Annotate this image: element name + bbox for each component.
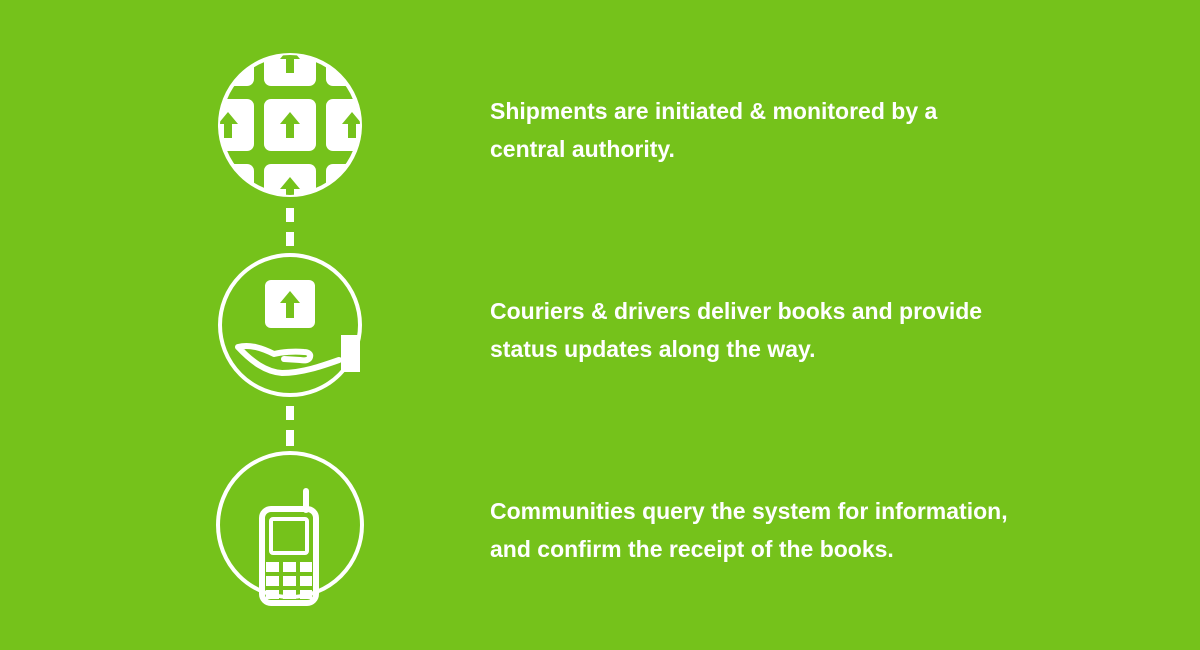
step-3-line-2: and confirm the receipt of the books.: [490, 536, 894, 562]
step-1-description: Shipments are initiated & monitored by a…: [490, 92, 1050, 168]
mobile-phone-icon: [216, 451, 364, 606]
package-grid-icon: [218, 53, 362, 197]
step-3-line-1: Communities query the system for informa…: [490, 498, 1008, 524]
step-1-line-2: central authority.: [490, 136, 675, 162]
step-2-description: Couriers & drivers deliver books and pro…: [490, 292, 1050, 368]
step-2-line-2: status updates along the way.: [490, 336, 816, 362]
step-2-line-1: Couriers & drivers deliver books and pro…: [490, 298, 983, 324]
hand-package-icon: [218, 253, 362, 397]
step-3-description: Communities query the system for informa…: [490, 492, 1050, 568]
step-1-line-1: Shipments are initiated & monitored by a: [490, 98, 938, 124]
